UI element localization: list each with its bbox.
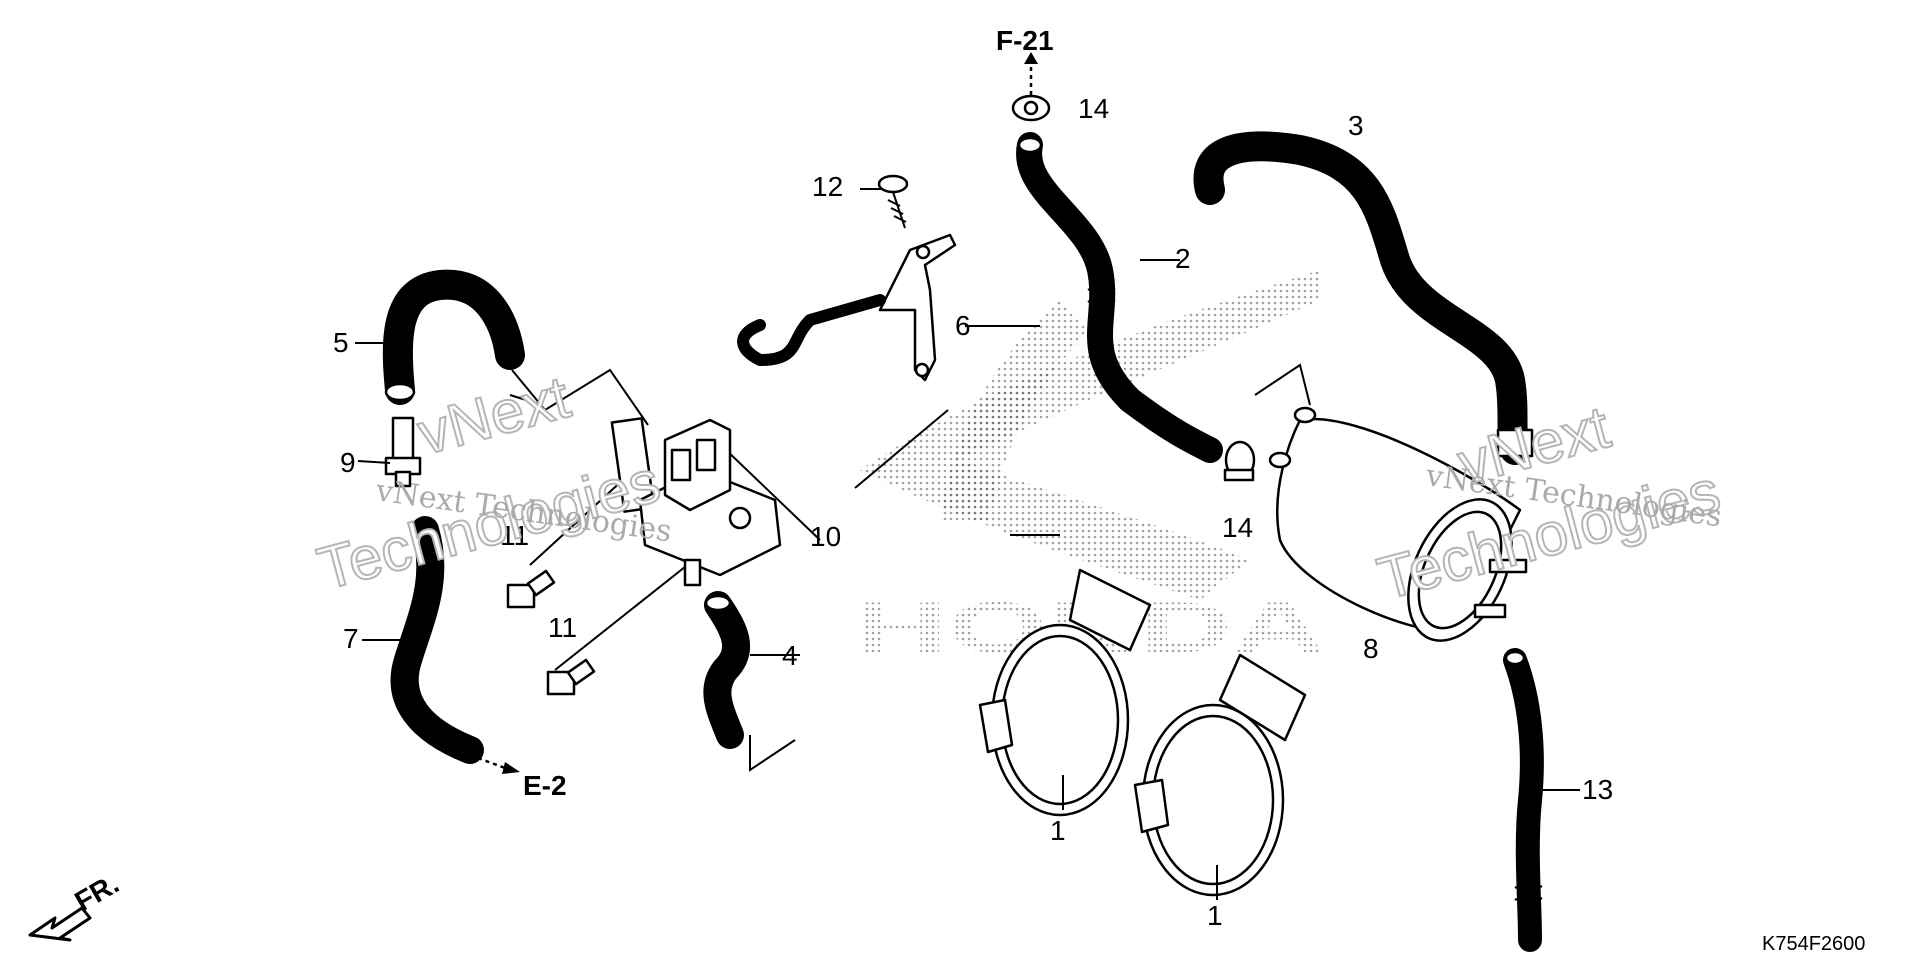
arrow-f21 <box>1024 52 1038 95</box>
callout-4: 4 <box>782 640 798 671</box>
callout-1-lower: 1 <box>1207 900 1223 931</box>
callout-6: 6 <box>955 310 971 341</box>
bolt-9 <box>384 416 422 488</box>
hose-2 <box>1016 132 1223 463</box>
bracket-6 <box>737 233 957 382</box>
diagram-code: K754F2600 <box>1762 933 1865 955</box>
callout-11-lower: 11 <box>548 612 577 643</box>
solenoid-valve-10 <box>610 417 782 587</box>
hose-3 <box>1193 131 1534 465</box>
hose-5 <box>382 269 525 405</box>
screw-12 <box>877 174 909 229</box>
callouts: 1 1 2 3 4 5 6 7 8 9 10 11 11 12 13 14 14 <box>333 93 1613 931</box>
front-arrow-icon: FR. <box>28 868 124 942</box>
callout-5: 5 <box>333 327 349 358</box>
hose-4 <box>703 591 750 749</box>
leader-lines <box>355 188 1180 772</box>
callout-9: 9 <box>340 447 356 478</box>
callout-3: 3 <box>1348 110 1364 141</box>
callout-2: 2 <box>1175 243 1191 274</box>
callout-13: 13 <box>1582 774 1613 805</box>
callout-14-top: 14 <box>1078 93 1109 124</box>
arrow-e2 <box>477 756 520 774</box>
hose-7 <box>390 516 484 764</box>
callout-10: 10 <box>810 521 841 552</box>
callout-1-upper: 1 <box>1050 815 1066 846</box>
bolt-11-lower <box>546 658 596 696</box>
callout-14-middle: 14 <box>1222 512 1253 543</box>
band-1-upper <box>978 568 1152 817</box>
callout-12: 12 <box>812 171 843 202</box>
clip-14-top <box>1011 94 1051 122</box>
callout-8: 8 <box>1363 633 1379 664</box>
watermark-left: vNext Technologies vNext Technologies <box>310 362 674 603</box>
band-1-lower <box>1133 653 1307 897</box>
clip-14-middle <box>1223 440 1256 482</box>
ref-top: F-21 <box>996 25 1054 56</box>
callout-11-upper: 11 <box>500 520 529 551</box>
hose-13 <box>1503 648 1580 952</box>
watermark-left-line1: vNext <box>411 363 577 467</box>
bolt-11-upper <box>506 569 556 609</box>
callout-7: 7 <box>343 623 359 654</box>
canister-8 <box>1254 363 1528 642</box>
ref-bottom: E-2 <box>523 770 567 801</box>
